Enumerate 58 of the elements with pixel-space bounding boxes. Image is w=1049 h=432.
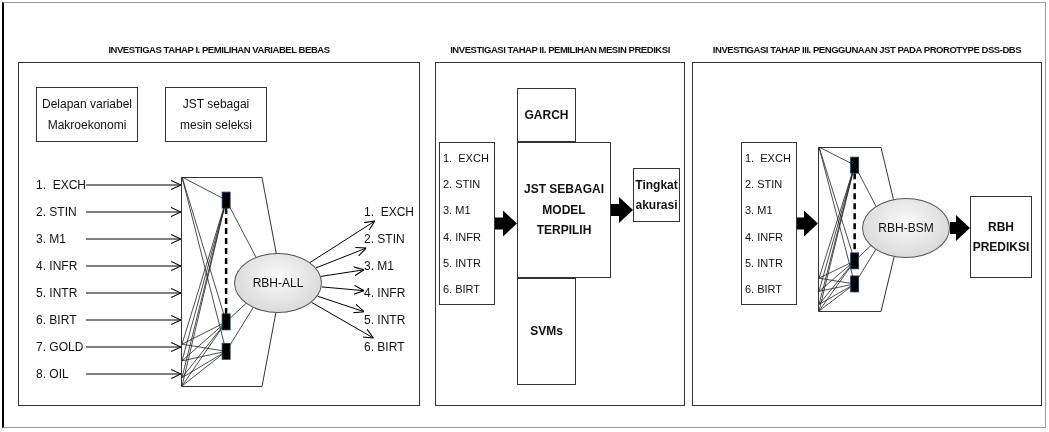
arrow	[85, 341, 182, 353]
list-item: 5. INTR	[745, 256, 784, 269]
arrow	[85, 179, 182, 191]
variable-label: 5. INTR	[36, 284, 86, 302]
text-box: JST sebagai mesin seleksi	[165, 87, 267, 142]
list-item: 3. M1	[443, 204, 472, 217]
arrow	[85, 206, 182, 218]
variable-label: 2. STIN	[36, 203, 86, 221]
variable-label: 2. STIN	[364, 230, 414, 248]
list-item: 3. M1	[745, 204, 774, 217]
variable-list-box	[741, 142, 797, 305]
text-box: Tingkat akurasi	[633, 168, 680, 222]
arrow	[85, 233, 182, 245]
arrow	[317, 295, 365, 314]
variable-label: 7. GOLD	[36, 338, 86, 356]
list-item: 6. BIRT	[443, 282, 482, 295]
text-box: JST SEBAGAI MODEL TERPILIH	[517, 142, 611, 278]
ellipse-node: RBH-ALL	[234, 253, 322, 313]
list-item: 5. INTR	[443, 256, 482, 269]
variable-label: 6. BIRT	[36, 311, 86, 329]
arrow	[320, 266, 365, 277]
arrow	[311, 301, 374, 339]
list-item: 1. EXCH	[745, 152, 792, 165]
panel-heading: INVESTIGASI TAHAP III. PENGGUNAAN JST PADA PROROTYPE DSS-DBS	[711, 44, 1023, 55]
variable-label: 5. INTR	[364, 311, 414, 329]
list-item: 4. INFR	[745, 230, 784, 243]
block-arrow	[950, 215, 970, 241]
arrow	[85, 368, 182, 380]
block-arrow	[797, 210, 818, 237]
arrow	[85, 260, 182, 272]
list-item: 2. STIN	[443, 178, 482, 191]
variable-label: 3. M1	[364, 257, 414, 275]
block-arrow	[495, 210, 517, 237]
arrow	[321, 284, 365, 295]
list-item: 1. EXCH	[443, 152, 490, 165]
variable-label: 1. EXCH	[36, 176, 86, 194]
text-box: Delapan variabel Makroekonomi	[36, 87, 138, 142]
variable-label: 8. OIL	[36, 365, 86, 383]
block-arrow	[611, 197, 633, 223]
variable-label: 4. INFR	[364, 284, 414, 302]
variable-label: 4. INFR	[36, 257, 86, 275]
text-box: SVMs	[517, 278, 576, 385]
arrow	[85, 287, 182, 299]
list-item: 6. BIRT	[745, 282, 784, 295]
ellipse-node: RBH-BSM	[862, 198, 950, 258]
arrow	[315, 246, 367, 269]
text-box: GARCH	[517, 88, 576, 142]
variable-label: 3. M1	[36, 230, 86, 248]
panel-heading: INVESTIGAS TAHAP I. PEMILIHAN VARIABEL BEBAS	[107, 44, 331, 55]
arrow	[85, 314, 182, 326]
arrow	[309, 220, 376, 263]
text-box: RBH PREDIKSI	[970, 196, 1032, 278]
variable-list-box	[439, 142, 495, 305]
variable-label: 6. BIRT	[364, 338, 414, 356]
list-item: 2. STIN	[745, 178, 784, 191]
variable-label: 1. EXCH	[364, 203, 414, 221]
list-item: 4. INFR	[443, 230, 482, 243]
panel-heading: INVESTIGASI TAHAP II. PEMILIHAN MESIN PREDIKSI	[449, 44, 671, 55]
